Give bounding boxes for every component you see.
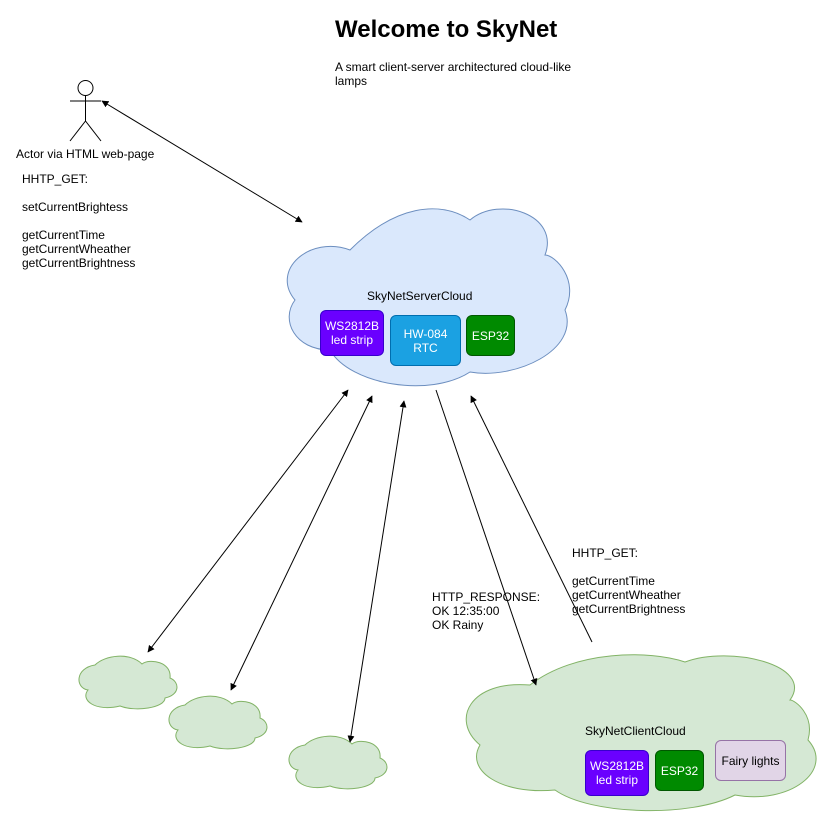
response-text: HTTP_RESPONSE: OK 12:35:00 OK Rainy [432,590,541,632]
server-cloud-label: SkyNetServerCloud [367,289,473,303]
small-cloud-1[interactable] [78,655,178,710]
actor-server-connector[interactable] [101,100,303,223]
client-fairy-lights[interactable]: Fairy lights [715,740,786,781]
request-connector[interactable] [470,395,593,643]
actor-icon[interactable] [69,80,102,142]
server-ws2812b-led-strip[interactable]: WS2812B led strip [320,310,384,356]
client-ws2812b-led-strip[interactable]: WS2812B led strip [585,750,649,796]
actor-label: Actor via HTML web-page [16,147,155,161]
server-esp32[interactable]: ESP32 [466,315,515,356]
page-subtitle: A smart client-server architectured clou… [335,60,572,88]
client-cloud-label: SkyNetClientCloud [585,724,686,738]
page-title: Welcome to SkyNet [335,16,558,43]
server-small-cloud-3-connector[interactable] [347,400,407,743]
client-request-text: HHTP_GET: getCurrentTime getCurrentWheat… [572,546,686,616]
server-hw084-rtc[interactable]: HW-084 RTC [390,315,461,366]
server-small-cloud-1-connector[interactable] [147,389,349,653]
response-connector[interactable] [435,389,538,686]
actor-request-text: HHTP_GET: setCurrentBrightess getCurrent… [22,172,136,270]
small-cloud-3[interactable] [288,735,388,790]
server-small-cloud-2-connector[interactable] [230,395,373,691]
client-esp32[interactable]: ESP32 [655,750,704,791]
small-cloud-2[interactable] [168,695,268,750]
